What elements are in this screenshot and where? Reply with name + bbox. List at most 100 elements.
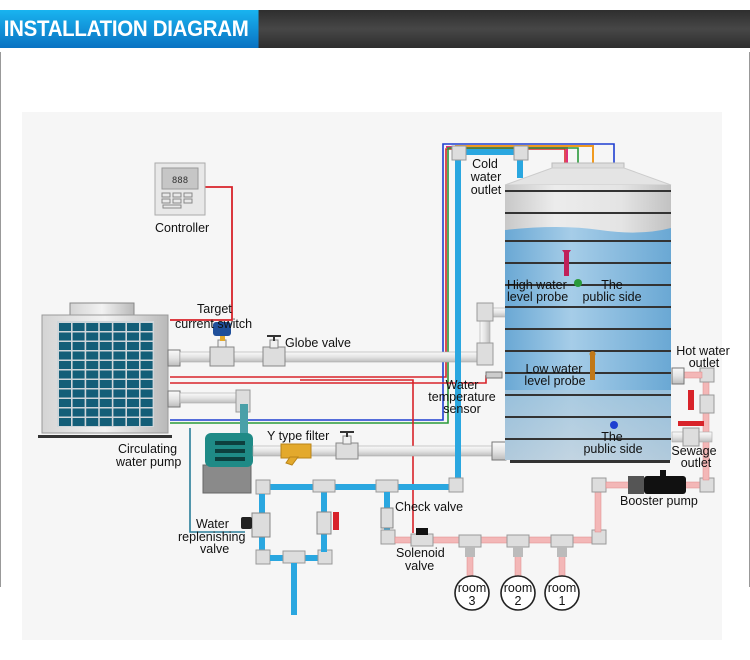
label-high-probe-2: level probe [507, 290, 568, 304]
coil-cell [86, 380, 99, 388]
tank-band [505, 240, 671, 242]
tank-band [505, 372, 671, 374]
coil-cell [72, 351, 85, 360]
label-cold-3: outlet [471, 183, 502, 197]
coil-cell [140, 389, 153, 398]
public-side-probe-top [574, 279, 582, 287]
label-solenoid-2: valve [405, 559, 434, 573]
tank-band [505, 190, 671, 192]
label-temp-sensor-2: temperature [428, 390, 495, 404]
coil-cell [86, 361, 99, 369]
coil-cell [86, 351, 99, 360]
coil-cell [127, 342, 139, 350]
coil-cell [99, 380, 112, 388]
coil-cell [86, 332, 99, 341]
coil-cell [86, 370, 99, 379]
coil-cell [140, 351, 153, 360]
label-replenishing-3: valve [200, 542, 229, 556]
coil-cell [127, 361, 139, 369]
label-sewage-1: Sewage [671, 444, 716, 458]
coil-cell [99, 399, 112, 407]
room-circle [454, 575, 490, 611]
tank-band [505, 328, 671, 330]
coil-cell [140, 408, 153, 417]
page-title: INSTALLATION DIAGRAM [0, 10, 259, 48]
wire-replenishing [189, 428, 245, 533]
heat-pump-unit [38, 302, 181, 438]
water-temperature-sensor [485, 371, 503, 379]
label-low-probe-2: level probe [524, 374, 585, 388]
coil-cell [127, 389, 139, 398]
coil-cell [86, 389, 99, 398]
coil-cell [140, 332, 153, 341]
label-cold-2: water [470, 170, 502, 184]
coil-cell [59, 351, 71, 360]
label-public-bottom-2: public side [583, 442, 642, 456]
coil-cell [140, 380, 153, 388]
target-current-switch [209, 322, 235, 367]
coil-cell [113, 399, 126, 407]
label-target-switch-2: current switch [175, 317, 252, 331]
label-public-top-1: The [601, 278, 623, 292]
check-valve [380, 507, 394, 529]
label-replenishing-1: Water [196, 517, 229, 531]
tank-band [505, 212, 671, 214]
label-solenoid-1: Solenoid [396, 546, 445, 560]
coil-cell [99, 351, 112, 360]
water-replenishing-valve [241, 512, 271, 538]
coil-cell [140, 361, 153, 369]
booster-pump [628, 470, 686, 494]
coil-cell [59, 342, 71, 350]
label-temp-sensor-3: sensor [443, 402, 481, 416]
hot-water-outlet [671, 367, 715, 414]
sewage-outlet [671, 421, 713, 447]
coil-cell [72, 332, 85, 341]
globe-valve [262, 335, 286, 367]
water-tank [504, 162, 672, 463]
coil-cell [140, 370, 153, 379]
coil-cell [127, 408, 139, 417]
coil-cell [86, 418, 99, 426]
coil-cell [113, 351, 126, 360]
room-circle [544, 575, 580, 611]
coil-cell [140, 418, 153, 426]
label-public-top-2: public side [582, 290, 641, 304]
coil-cell [86, 408, 99, 417]
coil-cell [99, 389, 112, 398]
tank-band [505, 306, 671, 308]
coil-cell [72, 342, 85, 350]
coil-cell [127, 370, 139, 379]
room-label: room [458, 581, 486, 595]
header-bar: INSTALLATION DIAGRAM [0, 10, 750, 48]
coil-cell [127, 323, 139, 331]
coil-cell [113, 408, 126, 417]
circulating-water-pump [202, 433, 253, 494]
label-circulating-pump-2: water pump [115, 455, 181, 469]
coil-cell [72, 408, 85, 417]
coil-cell [99, 370, 112, 379]
room-number: 2 [515, 594, 522, 608]
coil-cell [113, 380, 126, 388]
pipe-return-to-pump [179, 389, 251, 434]
tank-band [505, 416, 671, 418]
label-circulating-pump-1: Circulating [118, 442, 177, 456]
label-high-probe-1: High water [507, 278, 567, 292]
globe-valve-2 [335, 431, 359, 460]
label-check-valve: Check valve [395, 500, 463, 514]
tank-band [505, 284, 671, 286]
label-cold-1: Cold [472, 157, 498, 171]
coil-cell [59, 323, 71, 331]
unit-coil-grid [59, 323, 153, 426]
room-circle [500, 575, 536, 611]
coil-cell [86, 399, 99, 407]
label-public-bottom-1: The [601, 430, 623, 444]
label-replenishing-2: replenishing [178, 530, 245, 544]
tank-band [505, 350, 671, 352]
coil-cell [72, 380, 85, 388]
coil-cell [140, 399, 153, 407]
coil-cell [59, 389, 71, 398]
label-low-probe-1: Low water [526, 362, 583, 376]
